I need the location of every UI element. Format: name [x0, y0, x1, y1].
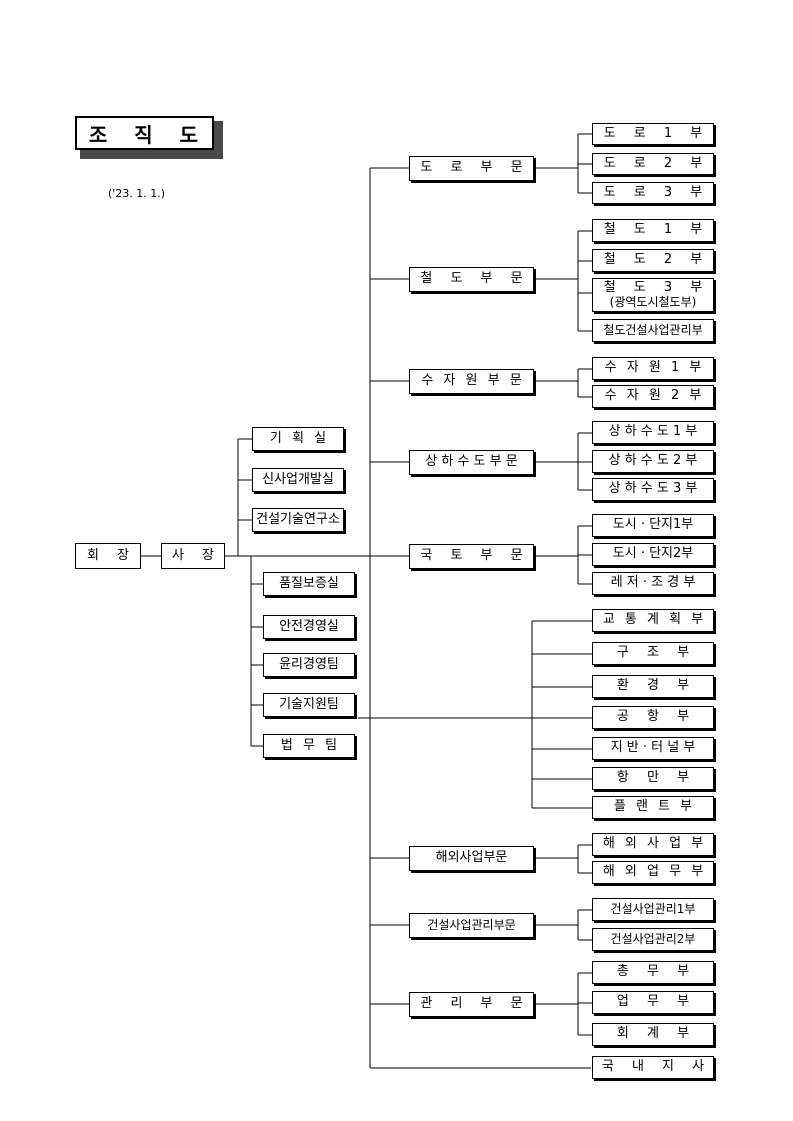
unit-box-cm-2: 건설사업관리2부	[592, 928, 714, 951]
effective-date: ('23. 1. 1.)	[108, 187, 166, 200]
unit-box-rail-3: 철 도 3 부 (광역도시철도부)	[592, 278, 714, 312]
unit-box-leisure-landscape: 레 저 · 조 경 부	[592, 572, 714, 595]
org-box-planning-office: 기 획 실	[252, 427, 344, 451]
president-box: 사 장	[161, 543, 225, 569]
unit-box-accounting: 회 계 부	[592, 1023, 714, 1046]
page-title-block: 조 직 도	[75, 116, 223, 159]
unit-box-waterworks-1: 상 하 수 도 1 부	[592, 421, 714, 444]
org-box-legal-team: 법 무 팀	[263, 734, 355, 758]
unit-box-rail-2: 철 도 2 부	[592, 249, 714, 272]
unit-box-structure: 구 조 부	[592, 642, 714, 665]
unit-box-geotech-tunnel: 지 반 · 터 널 부	[592, 737, 714, 760]
unit-box-domestic-branch: 국 내 지 사	[592, 1056, 714, 1079]
page-title: 조 직 도	[75, 116, 214, 150]
unit-box-transport-planning: 교 통 계 획 부	[592, 609, 714, 632]
unit-box-cm-1: 건설사업관리1부	[592, 898, 714, 921]
division-box-road: 도 로 부 문	[409, 156, 534, 181]
unit-box-operations: 업 무 부	[592, 991, 714, 1014]
org-box-safety-office: 안전경영실	[263, 615, 355, 639]
unit-box-urban-2: 도시 · 단지2부	[592, 543, 714, 566]
unit-box-rail-management: 철도건설사업관리부	[592, 319, 714, 342]
unit-box-road-1: 도 로 1 부	[592, 123, 714, 145]
org-box-ethics-team: 윤리경영팀	[263, 653, 355, 677]
org-box-quality-office: 품질보증실	[263, 572, 355, 596]
division-box-construction-management: 건설사업관리부문	[409, 913, 534, 938]
division-box-overseas: 해외사업부문	[409, 846, 534, 871]
division-box-administration: 관 리 부 문	[409, 992, 534, 1017]
chairman-box: 회 장	[75, 543, 141, 569]
unit-box-overseas-business: 해 외 사 업 부	[592, 833, 714, 856]
division-box-rail: 철 도 부 문	[409, 267, 534, 292]
unit-box-water-2: 수 자 원 2 부	[592, 385, 714, 408]
unit-box-water-1: 수 자 원 1 부	[592, 357, 714, 380]
org-box-research-institute: 건설기술연구소	[252, 508, 344, 532]
unit-box-road-3: 도 로 3 부	[592, 182, 714, 204]
division-box-water-resources: 수 자 원 부 문	[409, 369, 534, 394]
unit-box-urban-1: 도시 · 단지1부	[592, 514, 714, 537]
unit-box-rail-3-sublabel: (광역도시철도부)	[609, 294, 697, 309]
unit-box-waterworks-2: 상 하 수 도 2 부	[592, 450, 714, 473]
unit-box-rail-1: 철 도 1 부	[592, 219, 714, 242]
org-box-tech-support-team: 기술지원팀	[263, 693, 355, 717]
unit-box-plant: 플 랜 트 부	[592, 796, 714, 819]
org-box-new-business-office: 신사업개발실	[252, 468, 344, 492]
unit-box-overseas-operations: 해 외 업 무 부	[592, 861, 714, 884]
unit-box-road-2: 도 로 2 부	[592, 153, 714, 175]
unit-box-waterworks-3: 상 하 수 도 3 부	[592, 478, 714, 501]
unit-box-environment: 환 경 부	[592, 675, 714, 698]
unit-box-airport: 공 항 부	[592, 706, 714, 729]
division-box-waterworks: 상 하 수 도 부 문	[409, 450, 534, 475]
unit-box-port: 항 만 부	[592, 767, 714, 790]
division-box-land: 국 토 부 문	[409, 544, 534, 569]
unit-box-rail-3-label: 철 도 3 부	[603, 280, 710, 296]
unit-box-general-affairs: 총 무 부	[592, 961, 714, 984]
